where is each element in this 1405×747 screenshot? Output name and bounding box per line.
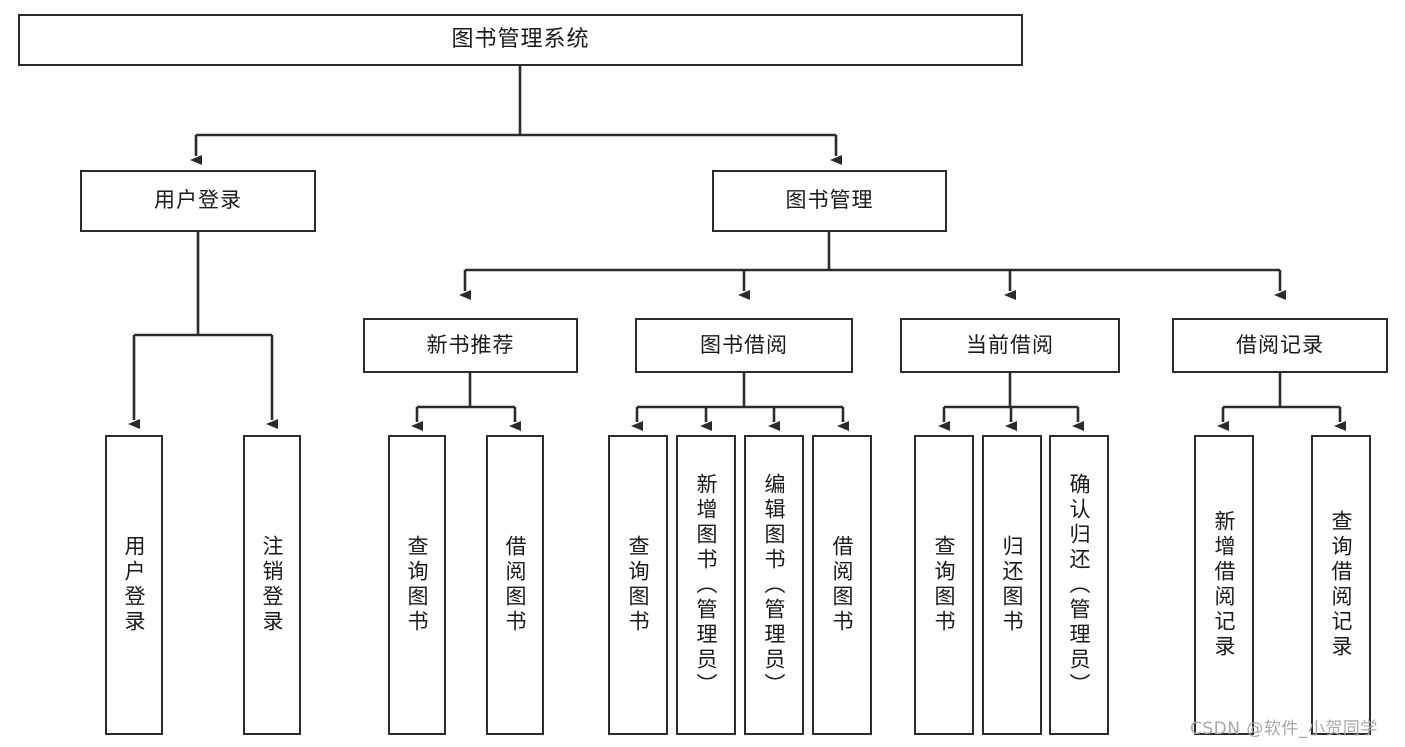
leaf-borrow-book-2-label: 借阅图书: [830, 535, 855, 635]
node-user-login-label: 用户登录: [154, 188, 242, 213]
node-new-book-recommend[interactable]: 新书推荐: [363, 318, 578, 373]
node-borrow-record[interactable]: 借阅记录: [1172, 318, 1388, 373]
leaf-query-book-3-label: 查询图书: [932, 535, 957, 635]
leaf-add-record[interactable]: 新增借阅记录: [1194, 435, 1254, 735]
node-root-label: 图书管理系统: [451, 26, 590, 52]
node-book-manage-label: 图书管理: [785, 188, 874, 213]
leaf-query-book-2[interactable]: 查询图书: [608, 435, 668, 735]
node-current-borrow-label: 当前借阅: [966, 332, 1054, 357]
node-book-manage[interactable]: 图书管理: [712, 170, 947, 232]
leaf-logout-login[interactable]: 注销登录: [243, 435, 301, 735]
leaf-borrow-book-1[interactable]: 借阅图书: [486, 435, 544, 735]
leaf-logout-login-label: 注销登录: [260, 535, 285, 635]
leaf-confirm-return[interactable]: 确认归还（管理员）: [1049, 435, 1109, 735]
node-new-book-recommend-label: 新书推荐: [426, 332, 515, 357]
node-book-borrow[interactable]: 图书借阅: [635, 318, 853, 373]
leaf-query-book-1[interactable]: 查询图书: [388, 435, 446, 735]
node-borrow-record-label: 借阅记录: [1236, 332, 1324, 357]
leaf-query-record-label: 查询借阅记录: [1329, 510, 1354, 660]
leaf-add-record-label: 新增借阅记录: [1212, 510, 1237, 660]
leaf-edit-book-label: 编辑图书（管理员）: [762, 472, 787, 698]
node-current-borrow[interactable]: 当前借阅: [900, 318, 1120, 373]
leaf-query-record[interactable]: 查询借阅记录: [1311, 435, 1371, 735]
leaf-query-book-3[interactable]: 查询图书: [914, 435, 974, 735]
node-root[interactable]: 图书管理系统: [18, 14, 1023, 66]
leaf-edit-book[interactable]: 编辑图书（管理员）: [744, 435, 804, 735]
node-user-login[interactable]: 用户登录: [80, 170, 316, 232]
leaf-return-book[interactable]: 归还图书: [982, 435, 1042, 735]
leaf-user-login-label: 用户登录: [122, 535, 147, 635]
leaf-add-book[interactable]: 新增图书（管理员）: [676, 435, 736, 735]
leaf-confirm-return-label: 确认归还（管理员）: [1067, 472, 1092, 698]
leaf-user-login[interactable]: 用户登录: [105, 435, 163, 735]
leaf-add-book-label: 新增图书（管理员）: [694, 472, 719, 698]
leaf-query-book-2-label: 查询图书: [626, 535, 651, 635]
leaf-return-book-label: 归还图书: [1000, 535, 1025, 635]
leaf-query-book-1-label: 查询图书: [405, 535, 430, 635]
leaf-borrow-book-2[interactable]: 借阅图书: [812, 435, 872, 735]
leaf-borrow-book-1-label: 借阅图书: [503, 535, 528, 635]
csdn-watermark: CSDN @软件_小贺同学: [1190, 719, 1378, 739]
node-book-borrow-label: 图书借阅: [700, 332, 788, 357]
